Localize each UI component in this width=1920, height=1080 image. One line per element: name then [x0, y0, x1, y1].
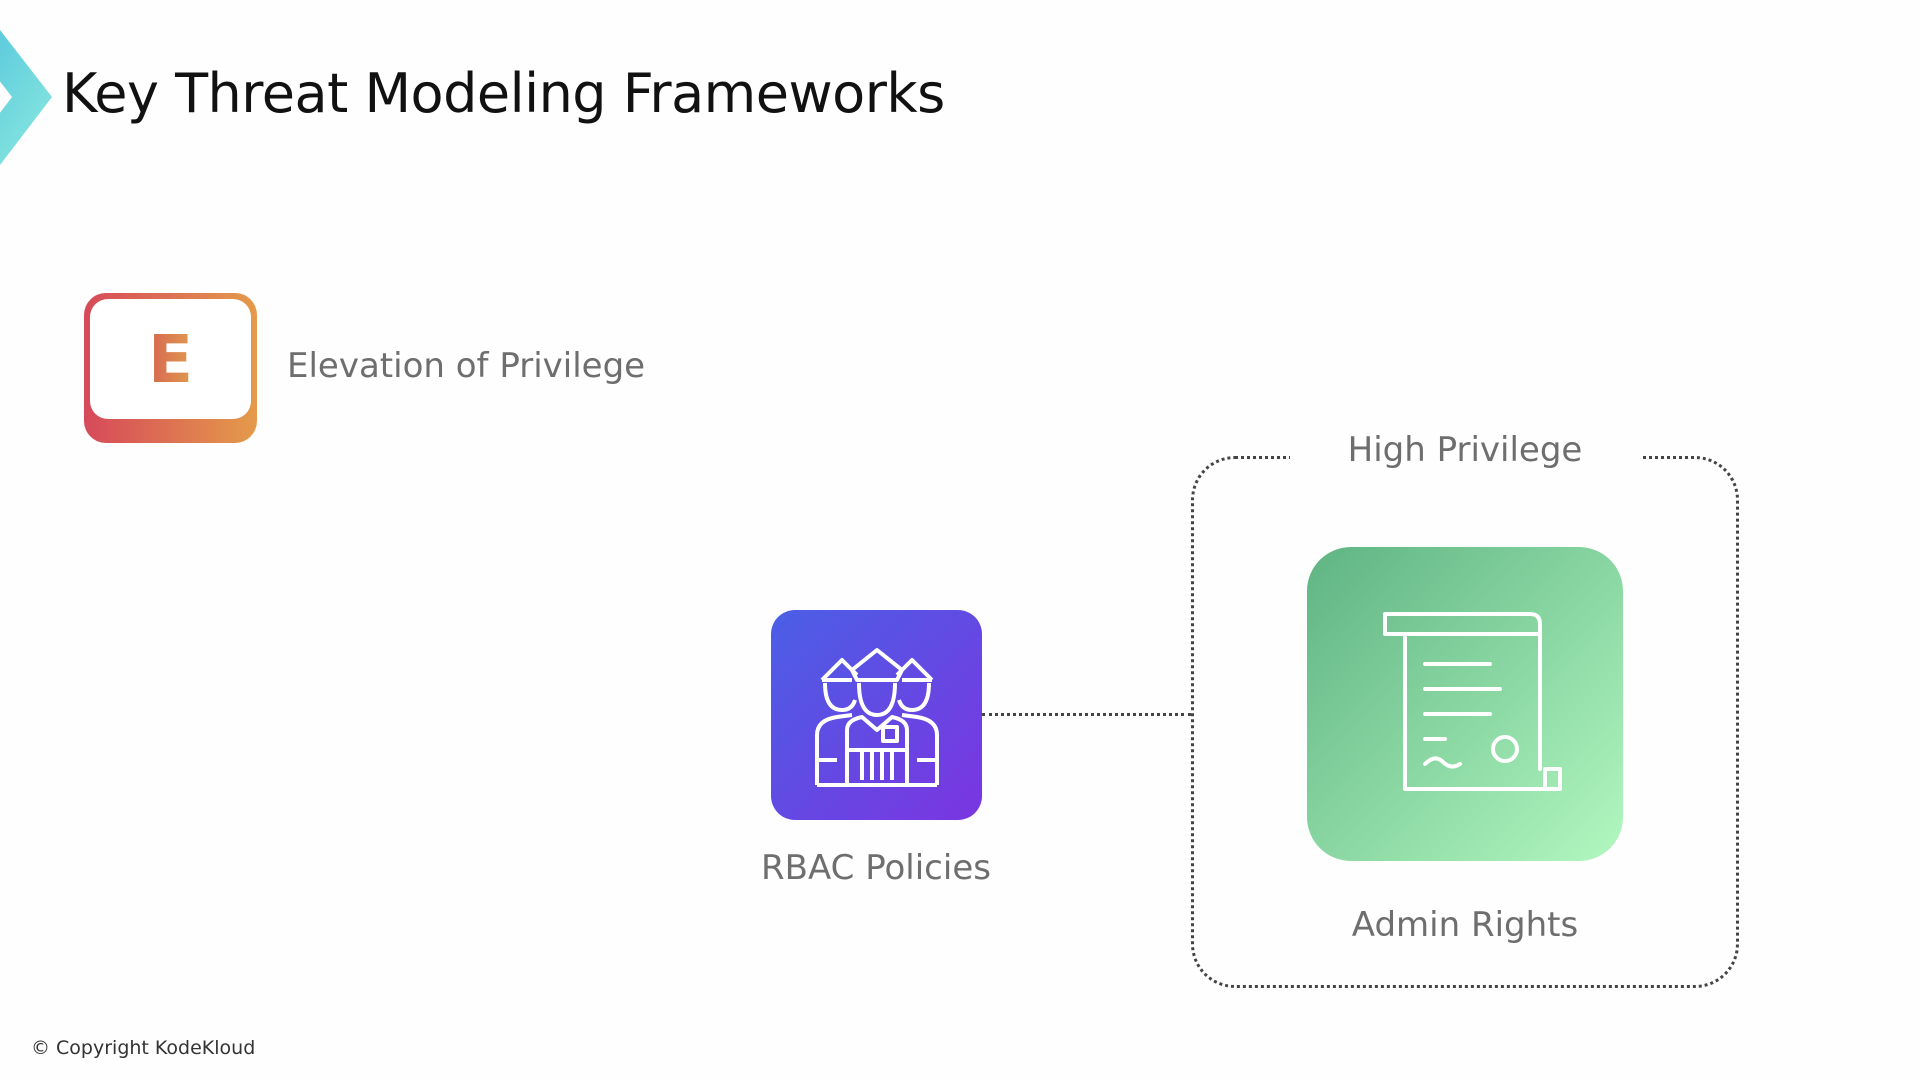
copyright-text: © Copyright KodeKloud: [31, 1037, 256, 1059]
page-title: Key Threat Modeling Frameworks: [62, 62, 945, 125]
admin-rights-tile: [1307, 547, 1623, 861]
chevron-logo-icon: [0, 30, 52, 165]
rbac-policies-label: RBAC Policies: [761, 848, 991, 888]
dotted-connector: [982, 713, 1191, 716]
police-officers-icon: [814, 648, 939, 787]
high-privilege-label: High Privilege: [1290, 430, 1640, 470]
admin-rights-label: Admin Rights: [1351, 905, 1579, 945]
letter-badge-text: E: [147, 320, 194, 398]
letter-badge-label: Elevation of Privilege: [287, 346, 646, 386]
letter-badge: E: [84, 293, 257, 443]
certificate-scroll-icon: [1383, 612, 1562, 791]
rbac-policies-tile: [771, 610, 982, 820]
